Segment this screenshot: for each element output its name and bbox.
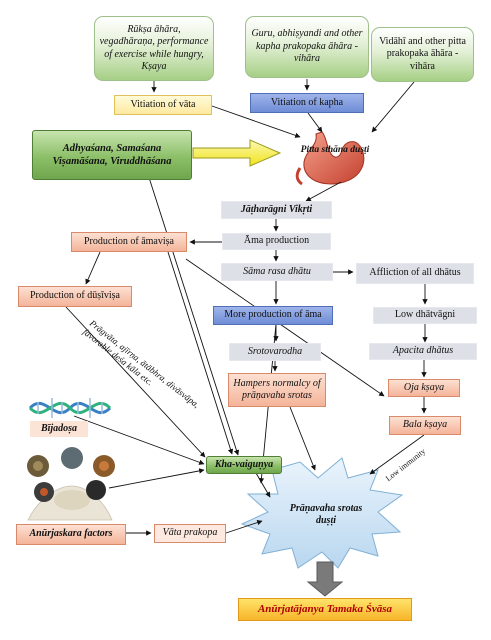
affliction-dhatus-box: Affliction of all dhātus xyxy=(356,263,474,284)
connectors xyxy=(65,79,428,536)
vitiation-kapha-box: Vitiation of kapha xyxy=(250,93,364,113)
pitta-sthana-dusti-label: Pitta sthāna duṣṭi xyxy=(300,145,370,156)
cause-box-vidahi: Vidāhī and other pitta prakopaka āhāra -… xyxy=(371,27,474,82)
sama-rasa-dhatu-box: Sāma rasa dhātu xyxy=(221,263,333,281)
vata-prakopa-box: Vāta prakopa xyxy=(154,524,226,543)
jatharagni-box: Jāṭharāgni Vikṛti xyxy=(221,201,332,219)
more-ama-box: More production of āma xyxy=(213,306,333,325)
ama-production-box: Āma production xyxy=(222,233,331,250)
low-dhatvagni-box: Low dhātvāgni xyxy=(373,307,477,324)
kha-vaigunya-box: Kha-vaiguṇya xyxy=(206,456,282,474)
production-dusivisa-box: Production of dūṣīviṣa xyxy=(18,286,132,307)
stomach-icon xyxy=(289,130,393,188)
hampers-box: Hampers normalcy of prāṇavaha srotas xyxy=(228,373,326,407)
dna-icon xyxy=(28,398,112,418)
bijadosa-label: Bījadoṣa xyxy=(30,421,88,437)
cause-box-guru: Guru, abhiṣyandi and other kapha prakopa… xyxy=(245,16,369,78)
yellow-arrow xyxy=(192,139,282,167)
anurjaskara-box: Anūrjaskara factors xyxy=(16,524,126,545)
oja-ksaya-box: Oja kṣaya xyxy=(388,379,460,397)
grey-down-arrow xyxy=(306,561,344,597)
bala-ksaya-box: Bala kṣaya xyxy=(389,416,461,435)
adhyasana-box: Adhyaśana, Samaśana Viṣamāśana, Viruddhā… xyxy=(32,130,192,180)
vitiation-vata-box: Vitiation of vāta xyxy=(114,95,212,115)
food-factors-icon xyxy=(27,447,115,521)
pranavaha-label: Prāṇavaha srotas duṣṭi xyxy=(289,502,363,527)
srotovarodha-box: Srotovarodha xyxy=(229,343,321,361)
cause-box-ruksa: Rūkṣa āhāra, vegadhāraṇa, performance of… xyxy=(94,16,214,81)
final-box: Anūrjatājanya Tamaka Śvāsa xyxy=(238,598,412,621)
production-amavisa-box: Production of āmaviṣa xyxy=(71,232,187,252)
apacita-dhatus-box: Apacita dhātus xyxy=(369,343,477,360)
